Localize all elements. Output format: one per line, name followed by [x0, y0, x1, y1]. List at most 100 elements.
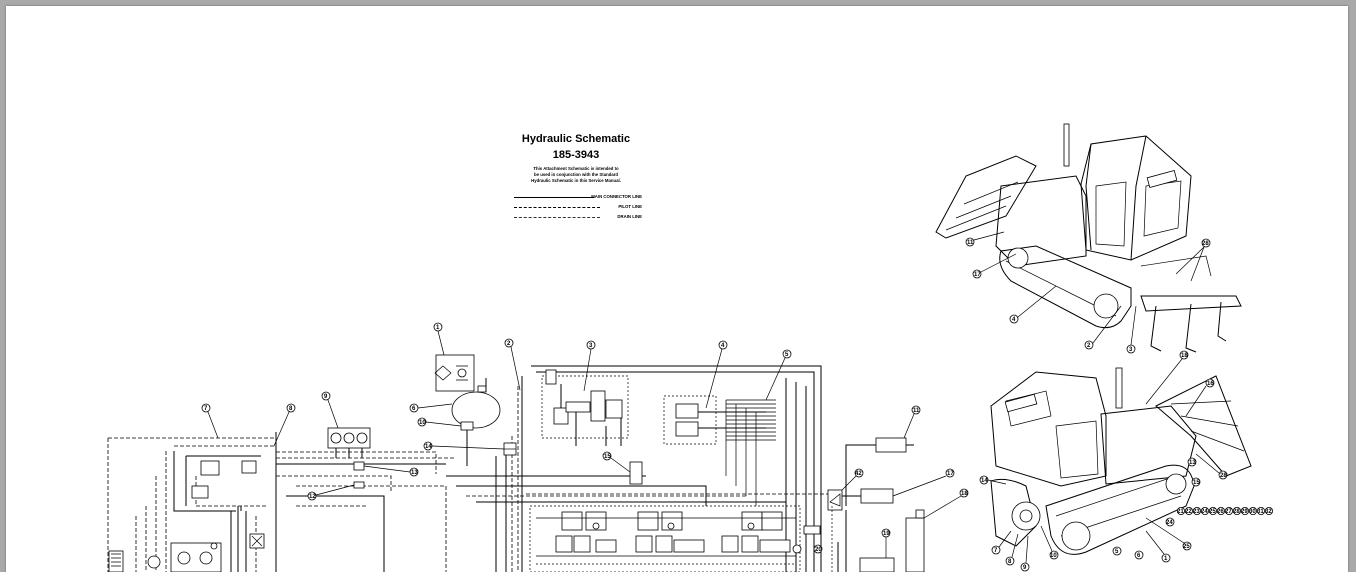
svg-text:24: 24	[1201, 509, 1208, 515]
schematic-note: This Attachment Schematic is intended to…	[506, 166, 646, 184]
svg-text:3: 3	[1129, 347, 1133, 353]
callout-18: 18	[923, 488, 969, 519]
callout-9: 9	[321, 391, 339, 429]
callout-25-bot: 25	[1145, 517, 1192, 551]
svg-text:25: 25	[1183, 544, 1190, 550]
callout-14: 14	[423, 441, 505, 451]
callout-2: 2	[504, 338, 521, 391]
callout-42: 42	[841, 468, 864, 491]
callout-19: 19	[881, 528, 891, 558]
callout-18-bot: 18	[1145, 350, 1189, 405]
svg-text:30: 30	[1249, 509, 1256, 515]
tractor-bottom-callouts: 18 16 13 14 15 28 7 8 9 10 5 6 1 24 25 2…	[979, 350, 1274, 572]
svg-text:13: 13	[411, 470, 418, 476]
callout-3: 3	[583, 340, 596, 392]
tractor-top-callouts: 11 17 4 2 3 28	[965, 231, 1211, 354]
svg-text:28: 28	[1202, 241, 1209, 247]
callout-20: 20	[813, 544, 823, 554]
svg-text:15: 15	[604, 454, 611, 460]
callout-14-bot: 14	[979, 475, 1007, 485]
legend-pilot-line: PILOT LINE	[514, 203, 646, 213]
svg-text:21: 21	[1177, 509, 1184, 515]
callout-12: 12	[307, 484, 355, 501]
svg-text:26: 26	[1217, 509, 1224, 515]
callout-28-bot: 28	[1195, 453, 1228, 480]
note-line: Hydraulic Schematic in this Service Manu…	[531, 178, 621, 183]
svg-text:31: 31	[1257, 509, 1264, 515]
callout-3-top: 3	[1126, 305, 1137, 354]
svg-text:16: 16	[1207, 381, 1214, 387]
callout-2-top: 2	[1084, 305, 1122, 350]
svg-text:11: 11	[967, 240, 974, 246]
svg-text:22: 22	[1185, 509, 1192, 515]
valve-bank-9	[327, 427, 371, 489]
callout-17: 17	[892, 468, 955, 497]
svg-text:14: 14	[425, 444, 432, 450]
svg-text:6: 6	[412, 406, 416, 412]
callout-4-top: 4	[1009, 285, 1057, 324]
callout-11: 11	[903, 405, 921, 439]
svg-text:28: 28	[1220, 473, 1227, 479]
filter-1	[434, 354, 475, 392]
schematic-number: 185-3943	[552, 149, 600, 161]
callout-1-bot: 1	[1145, 530, 1171, 563]
svg-text:6: 6	[1137, 553, 1141, 559]
svg-text:42: 42	[855, 471, 862, 477]
callout-5-bot: 5	[1112, 546, 1122, 556]
svg-text:5: 5	[1115, 549, 1119, 555]
left-circuit	[107, 432, 456, 572]
svg-text:20: 20	[815, 547, 822, 553]
svg-text:4: 4	[1012, 317, 1016, 323]
valve-banks	[529, 505, 821, 572]
callout-5: 5	[765, 349, 792, 401]
svg-text:9: 9	[1023, 565, 1027, 571]
callout-8: 8	[273, 403, 296, 447]
svg-text:11: 11	[913, 408, 920, 414]
svg-text:13: 13	[1189, 460, 1196, 466]
svg-text:12: 12	[309, 494, 316, 500]
callout-13-bot: 13	[1187, 457, 1197, 467]
svg-text:28: 28	[1233, 509, 1240, 515]
svg-text:17: 17	[947, 471, 954, 477]
title-block: Hydraulic Schematic 185-3943 This Attach…	[506, 132, 646, 184]
callout-1: 1	[433, 322, 445, 356]
svg-text:17: 17	[974, 272, 981, 278]
svg-text:24: 24	[1166, 520, 1173, 526]
callout-28-top: 28	[1175, 238, 1211, 282]
svg-text:15: 15	[1193, 480, 1200, 486]
callout-10: 10	[417, 417, 462, 427]
callout-7-bot: 7	[991, 530, 1012, 555]
svg-text:14: 14	[981, 478, 988, 484]
note-line: be used in conjunction with the Standard	[533, 172, 619, 177]
svg-text:2: 2	[1087, 343, 1091, 349]
callout-11-top: 11	[965, 231, 1005, 247]
tractor-illustration-front	[990, 367, 1252, 555]
callout-10-bot: 10	[1040, 525, 1059, 560]
svg-text:5: 5	[785, 352, 789, 358]
svg-text:1: 1	[436, 325, 440, 331]
callout-17-top: 17	[972, 253, 1017, 279]
hydraulic-diagram: .ln { stroke: #000; stroke-width: 1; fil…	[107, 123, 1274, 572]
svg-text:8: 8	[1008, 559, 1012, 565]
callout-24-bot: 24	[1165, 517, 1175, 527]
hydraulic-tank	[451, 378, 501, 466]
legend-main-line: MAIN CONNECTOR LINE	[514, 193, 646, 203]
callout-4: 4	[705, 340, 728, 409]
svg-text:29: 29	[1241, 509, 1248, 515]
note-line: This Attachment Schematic is intended to	[533, 166, 619, 171]
schematic-page: Hydraulic Schematic 185-3943 This Attach…	[6, 6, 1348, 572]
svg-text:7: 7	[994, 548, 998, 554]
callout-9-bot: 9	[1020, 535, 1030, 572]
schematic-callouts: 1 2 3 4 5 6 7 8 9 10 11 12 13 14 15 17 1…	[201, 322, 969, 558]
svg-text:32: 32	[1265, 509, 1272, 515]
line-legend: MAIN CONNECTOR LINE PILOT LINE DRAIN LIN…	[514, 193, 646, 223]
callout-8-bot: 8	[1005, 533, 1019, 566]
callout-16-bot: 16	[1185, 378, 1215, 417]
svg-text:1: 1	[1164, 556, 1168, 562]
svg-text:7: 7	[204, 406, 208, 412]
svg-text:19: 19	[883, 531, 890, 537]
svg-text:18: 18	[961, 491, 968, 497]
svg-text:2: 2	[507, 341, 511, 347]
svg-text:8: 8	[289, 406, 293, 412]
svg-text:27: 27	[1225, 509, 1232, 515]
